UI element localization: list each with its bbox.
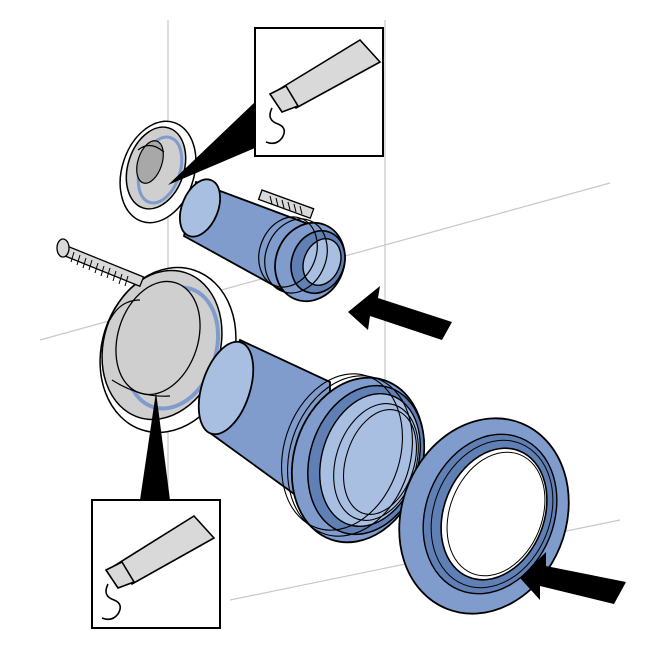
upper-wall-fitting bbox=[119, 120, 197, 224]
small-blue-pipe bbox=[178, 178, 346, 303]
sealant-tube-icon bbox=[101, 514, 216, 621]
push-arrow-icon bbox=[348, 286, 452, 340]
upper-bolt bbox=[257, 189, 315, 220]
callout-bottom bbox=[91, 392, 221, 629]
push-arrow-icon bbox=[520, 552, 626, 604]
lower-bolt bbox=[56, 238, 145, 288]
callout-top bbox=[168, 27, 384, 185]
sealant-tube-icon bbox=[265, 38, 382, 145]
large-blue-pipe bbox=[197, 338, 426, 544]
seal-ring bbox=[398, 417, 570, 615]
